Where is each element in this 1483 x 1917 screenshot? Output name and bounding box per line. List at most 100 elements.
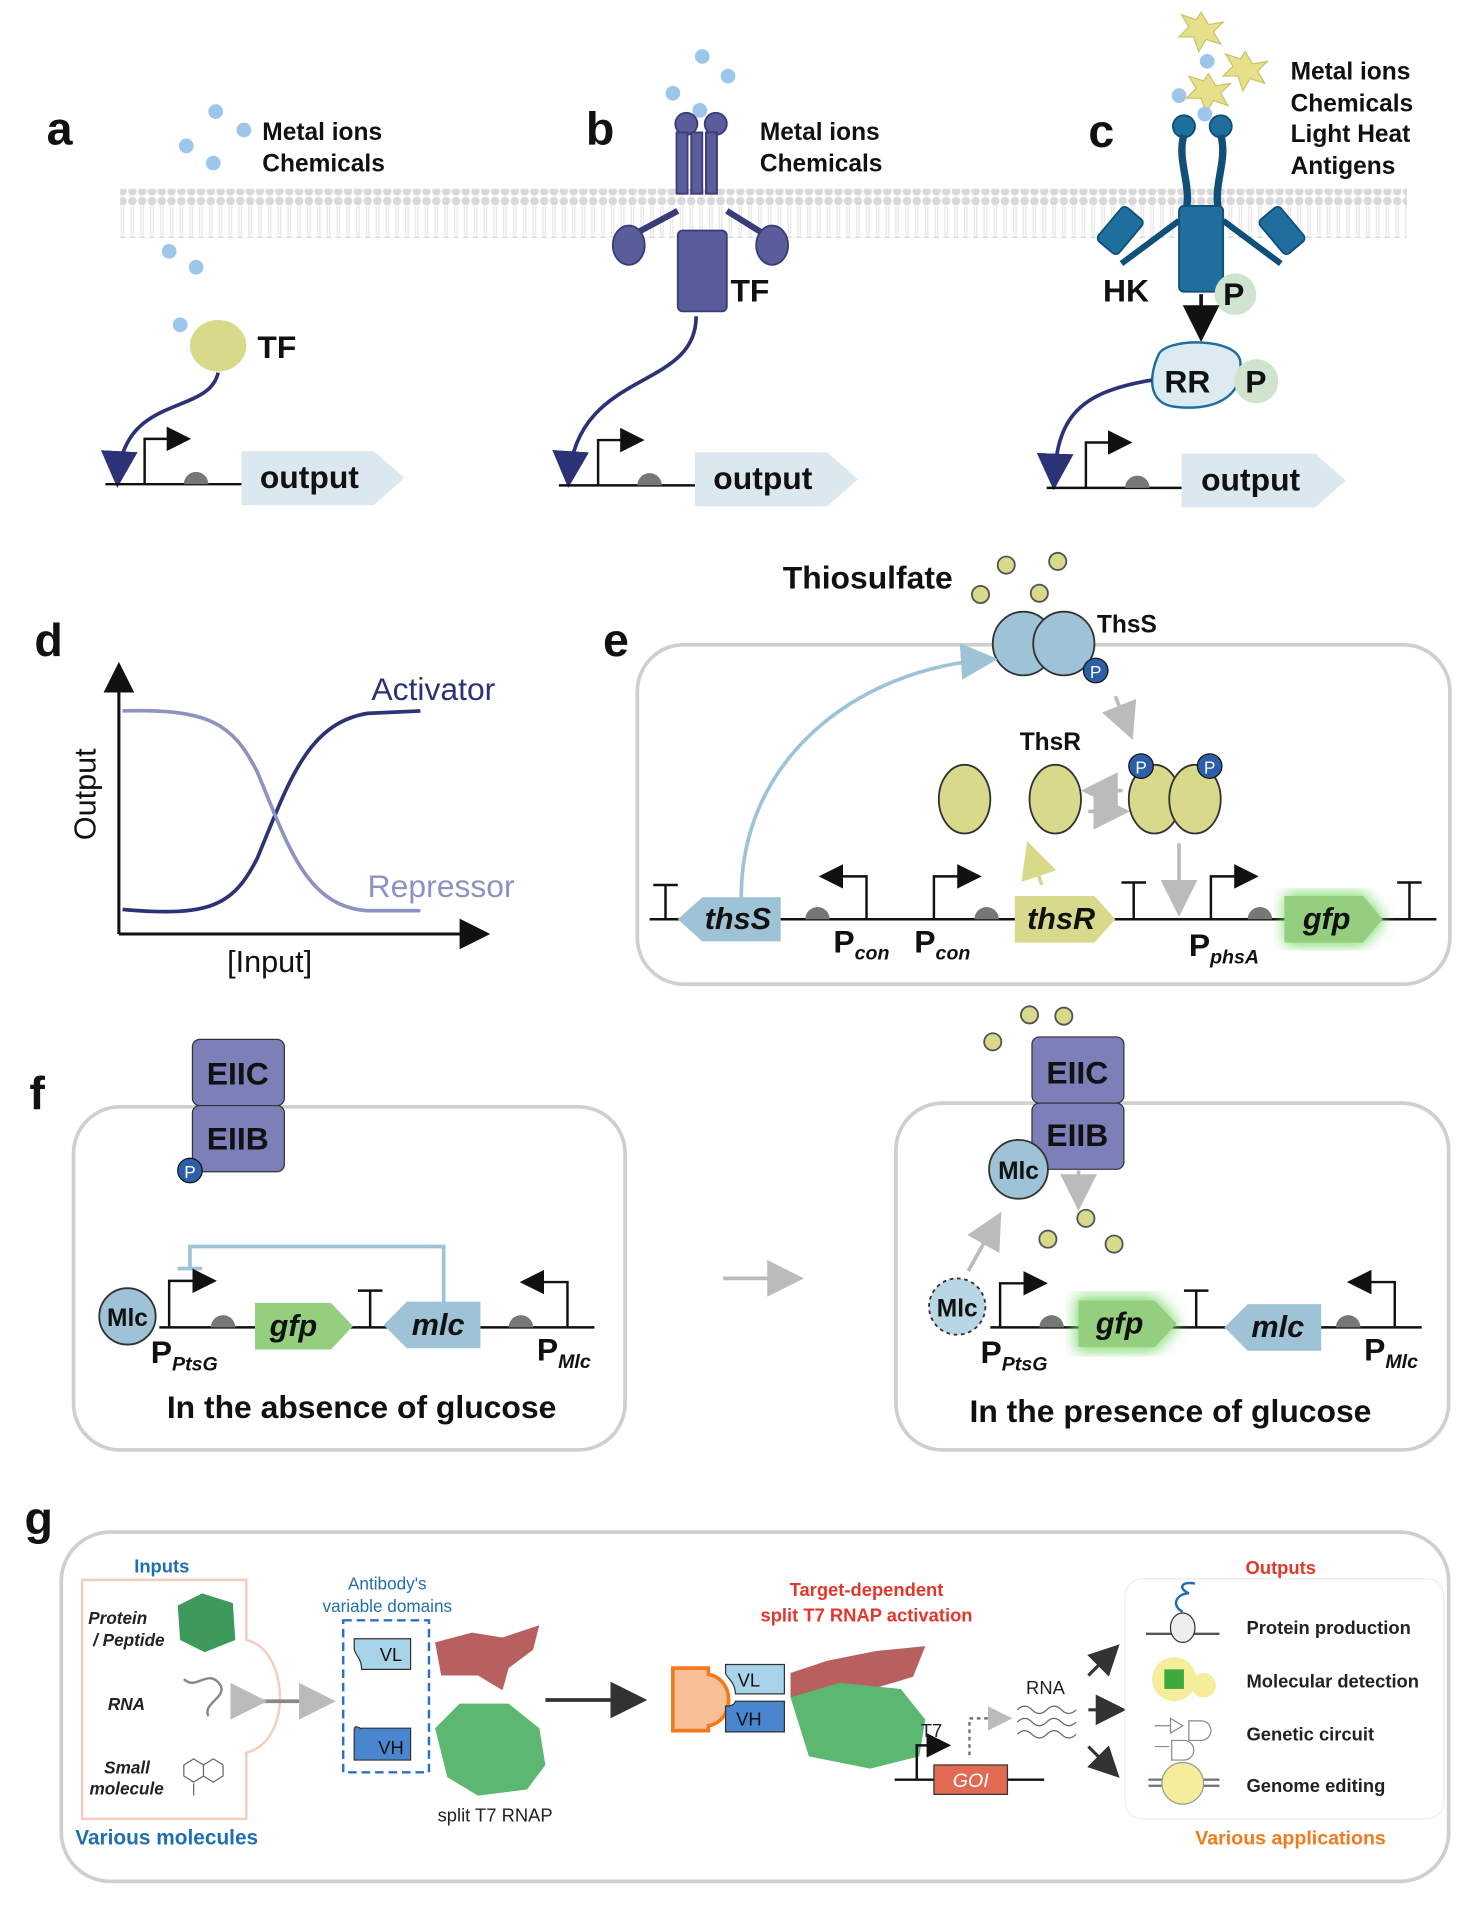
thsr-protein bbox=[1028, 763, 1082, 835]
vl-label: VL bbox=[380, 1644, 402, 1665]
activator-curve bbox=[122, 709, 421, 914]
phosphate bbox=[1214, 273, 1257, 316]
x-axis-label: [Input] bbox=[227, 945, 312, 979]
mlc-protein bbox=[988, 1138, 1049, 1200]
thsr-gene bbox=[1014, 895, 1116, 943]
panel-a: a Metal ions Chemicals TF output bbox=[47, 103, 405, 506]
output-icons bbox=[1145, 1581, 1220, 1805]
input-label: Chemicals bbox=[760, 151, 883, 178]
terminator bbox=[1397, 881, 1422, 920]
input-label: Antigens bbox=[1291, 153, 1396, 180]
promoter-label: PMlc bbox=[1364, 1332, 1418, 1373]
promoter-arrow bbox=[143, 426, 192, 485]
panel-e: e Thiosulfate ThsS P ThsR P P thsS thsR bbox=[603, 551, 1452, 987]
hk-label: HK bbox=[1103, 273, 1149, 309]
caption-presence: In the presence of glucose bbox=[970, 1393, 1372, 1429]
output-gene bbox=[241, 451, 405, 506]
thiosulfate-dots bbox=[970, 551, 1068, 604]
panel-label: a bbox=[47, 103, 74, 155]
panel-label: b bbox=[586, 103, 614, 155]
output-label: output bbox=[713, 460, 812, 496]
expression-arrow bbox=[739, 643, 998, 908]
mlc-protein-released bbox=[928, 1277, 987, 1336]
mlc-label: Mlc bbox=[998, 1158, 1039, 1185]
promoter-label: Pcon bbox=[914, 923, 970, 964]
outputs-title: Outputs bbox=[1246, 1557, 1316, 1578]
input-label: Chemicals bbox=[1291, 91, 1414, 118]
ligand-dots bbox=[161, 104, 252, 333]
output-label: output bbox=[1201, 461, 1300, 497]
gene-label: thsR bbox=[1027, 902, 1095, 936]
tf-protein bbox=[189, 319, 247, 372]
phosphate-label: P bbox=[1223, 276, 1244, 312]
histidine-kinase bbox=[1096, 114, 1306, 293]
promoter-arrow bbox=[596, 427, 645, 486]
mlc-label: Mlc bbox=[937, 1295, 978, 1322]
goi-label: GOI bbox=[953, 1770, 989, 1792]
panel-label: d bbox=[34, 614, 62, 666]
terminator bbox=[653, 883, 678, 920]
inputs-caption: Various molecules bbox=[75, 1827, 258, 1850]
mlc-gene bbox=[1224, 1304, 1322, 1351]
input-label: Chemicals bbox=[262, 151, 385, 178]
panel-label: e bbox=[603, 614, 629, 666]
output-list: Protein production Molecular detection G… bbox=[1246, 1617, 1419, 1796]
gene-label: mlc bbox=[412, 1308, 465, 1342]
promoter-arrow bbox=[932, 864, 982, 920]
response-regulator bbox=[1150, 341, 1242, 409]
promoter-label: PPtsG bbox=[151, 1334, 218, 1375]
promoter-label: PMlc bbox=[537, 1332, 591, 1373]
input-label: Metal ions bbox=[262, 119, 382, 146]
thsr-label: ThsR bbox=[1020, 729, 1082, 756]
svg-text:molecule: molecule bbox=[89, 1778, 164, 1798]
thss-gene bbox=[677, 897, 781, 942]
rna-icon bbox=[1016, 1705, 1077, 1739]
rna-label: RNA bbox=[1026, 1677, 1066, 1698]
gene-label: gfp bbox=[1302, 902, 1351, 936]
tf-label: TF bbox=[730, 273, 769, 309]
promoter-arrow bbox=[1209, 864, 1259, 920]
gfp-gene bbox=[254, 1302, 353, 1350]
phosphate-label: P bbox=[1090, 662, 1101, 682]
gene-label: thsS bbox=[705, 902, 772, 936]
thss-label: ThsS bbox=[1097, 611, 1157, 638]
small-molecule-icon bbox=[183, 1758, 224, 1796]
thsr-protein bbox=[937, 763, 992, 835]
t7-label: T7 bbox=[921, 1720, 942, 1741]
eiib bbox=[191, 1104, 285, 1173]
receptor bbox=[611, 111, 789, 313]
rbs bbox=[1125, 475, 1150, 488]
eiib bbox=[1031, 1102, 1125, 1170]
phosphate bbox=[177, 1157, 203, 1184]
mlc-label: Mlc bbox=[107, 1305, 148, 1332]
phosphate-label: P bbox=[1135, 757, 1146, 777]
input-types: Protein / Peptide RNA Small molecule bbox=[88, 1608, 165, 1798]
input-label: Metal ions bbox=[1291, 59, 1411, 86]
repressor-label: Repressor bbox=[368, 868, 515, 904]
vl-domain bbox=[353, 1638, 412, 1670]
signal-label: Thiosulfate bbox=[783, 559, 953, 595]
promoter-label: Pcon bbox=[833, 923, 889, 964]
vl-label: VL bbox=[738, 1670, 760, 1691]
gene-label: gfp bbox=[1095, 1307, 1144, 1341]
svg-text:RNA: RNA bbox=[108, 1694, 145, 1714]
output-item: Genome editing bbox=[1246, 1775, 1385, 1796]
input-label: Light Heat bbox=[1291, 121, 1411, 148]
promoter-arrow bbox=[1084, 430, 1133, 488]
regulation-arrow bbox=[552, 316, 698, 488]
outputs-caption: Various applications bbox=[1195, 1828, 1386, 1850]
vh-label: VH bbox=[378, 1737, 404, 1758]
outputs-box bbox=[1124, 1578, 1445, 1820]
activation-title: split T7 RNAP activation bbox=[760, 1605, 972, 1626]
panel-label: c bbox=[1088, 105, 1114, 157]
gene-label: gfp bbox=[269, 1309, 318, 1343]
rnap-fragment-green bbox=[435, 1703, 546, 1796]
y-axis-label: Output bbox=[69, 748, 103, 840]
rnap-label: split T7 RNAP bbox=[438, 1804, 553, 1825]
eiib-label: EIIB bbox=[1046, 1117, 1108, 1153]
output-item: Molecular detection bbox=[1246, 1671, 1419, 1692]
eiib-label: EIIB bbox=[207, 1121, 269, 1157]
gene-label: mlc bbox=[1251, 1310, 1304, 1344]
phosphate bbox=[1082, 657, 1109, 684]
panel-b: b Metal ions Chemicals TF output bbox=[552, 49, 883, 507]
